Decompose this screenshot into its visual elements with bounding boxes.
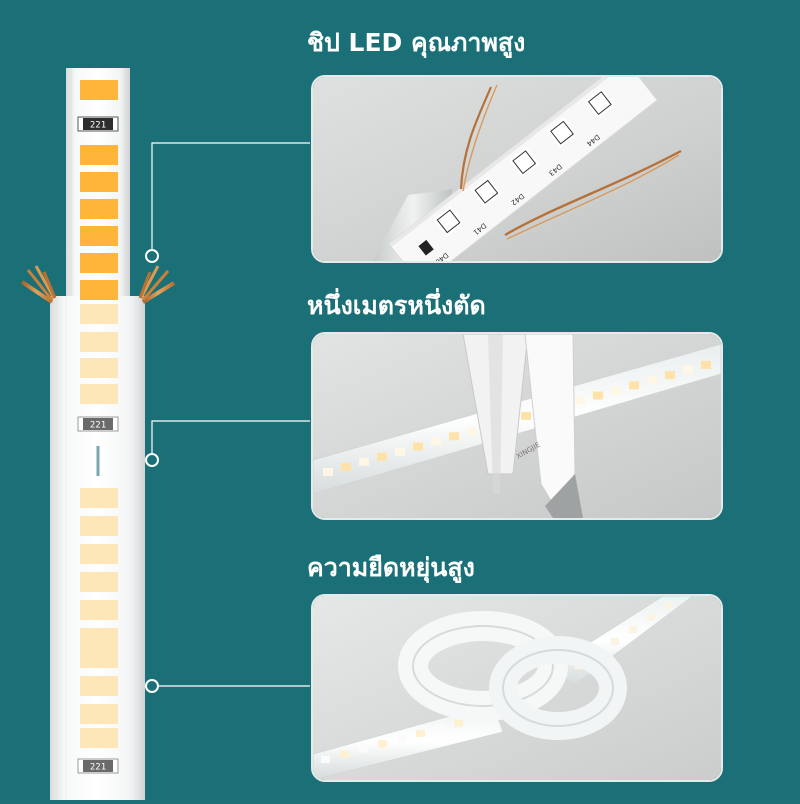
photo-cutting-svg: XINGJIE <box>313 334 721 518</box>
photo-knot-svg <box>313 596 721 780</box>
strip-led <box>665 371 675 380</box>
smd-led-chip <box>470 176 502 208</box>
led-chip <box>80 384 118 404</box>
strip-led <box>377 452 387 461</box>
strip-led <box>647 376 657 385</box>
copper-wire-right <box>138 265 176 304</box>
strip-led <box>413 442 423 451</box>
led-chip <box>80 80 118 100</box>
strip-led <box>435 724 444 732</box>
led-chip <box>80 572 118 592</box>
led-chip <box>80 358 118 378</box>
smd-led-chip <box>433 205 464 237</box>
strip-led <box>395 447 405 456</box>
strip-led <box>397 735 406 743</box>
smd-led-chip <box>508 146 540 178</box>
led-chip <box>80 704 118 724</box>
smd-led-outline <box>474 179 499 204</box>
feature-title-flexibility: ความยืดหยุ่นสูง <box>307 553 475 582</box>
strip-led <box>341 462 351 471</box>
strip-led <box>575 396 585 405</box>
strip-led <box>359 745 368 753</box>
photo-led-chip-svg: D46 D41 D42 D43 D44 <box>313 77 721 261</box>
resistor-chip-1: 221 <box>77 116 119 132</box>
strip-led <box>701 360 711 369</box>
resistor-component <box>418 239 434 256</box>
strip-led <box>629 626 637 633</box>
chip-marking-1: D46 <box>433 251 450 261</box>
smd-led-chip <box>546 117 578 149</box>
strip-led <box>340 750 349 758</box>
photo-cutting-strip: XINGJIE <box>311 332 723 520</box>
strip-led <box>629 381 639 390</box>
led-chip <box>80 488 118 508</box>
smd-led-outline <box>436 209 461 234</box>
led-chip <box>80 253 118 273</box>
smd-led-chip <box>584 87 616 119</box>
resistor-label-3: 221 <box>90 763 106 773</box>
led-chip <box>80 628 118 648</box>
led-chip <box>80 145 118 165</box>
resistor-label-2: 221 <box>90 421 106 431</box>
led-chips-upper <box>80 80 118 300</box>
strip-led <box>416 730 425 737</box>
strip-led <box>611 638 619 645</box>
led-chip <box>80 600 118 620</box>
led-strip-illustration: 221 221 221 <box>0 0 200 800</box>
led-chips-lower <box>80 304 118 748</box>
led-chip <box>80 648 118 668</box>
feature-title-cut-per-meter: หนึ่งเมตรหนึ่งตัด <box>307 291 486 320</box>
strip-led <box>431 437 441 446</box>
resistor-chip-3: 221 <box>77 758 119 774</box>
strip-led <box>321 756 330 763</box>
strip-led <box>378 740 387 748</box>
strip-led <box>467 427 477 436</box>
led-chip <box>80 332 118 352</box>
photo-knotted-strip <box>311 594 723 782</box>
strip-led <box>454 719 463 727</box>
strip-led <box>665 602 673 609</box>
strip-led <box>521 411 531 420</box>
smd-led-outline <box>512 150 537 175</box>
led-chip <box>80 304 118 324</box>
copper-wire-left <box>20 265 57 304</box>
led-chip <box>80 172 118 192</box>
led-chip <box>80 280 118 300</box>
strip-led <box>683 366 693 374</box>
led-strip-svg: 221 221 221 <box>20 68 176 800</box>
strip-led <box>647 614 655 621</box>
smd-led-outline <box>587 91 612 116</box>
smd-led-outline <box>550 120 574 145</box>
strip-led <box>611 386 621 395</box>
led-chip <box>80 516 118 536</box>
led-chip <box>80 226 118 246</box>
strip-led <box>449 432 459 441</box>
led-chip <box>80 728 118 748</box>
strip-led <box>593 391 603 400</box>
resistor-label-1: 221 <box>90 121 106 131</box>
photo-led-chip-closeup: D46 D41 D42 D43 D44 <box>311 75 723 263</box>
led-chip <box>80 199 118 219</box>
led-chip <box>80 544 118 564</box>
feature-title-led-chip: ชิป LED คุณภาพสูง <box>307 28 526 57</box>
strip-led <box>323 468 333 476</box>
strip-led <box>359 457 369 466</box>
resistor-chip-2: 221 <box>77 416 119 432</box>
led-chip <box>80 676 118 696</box>
